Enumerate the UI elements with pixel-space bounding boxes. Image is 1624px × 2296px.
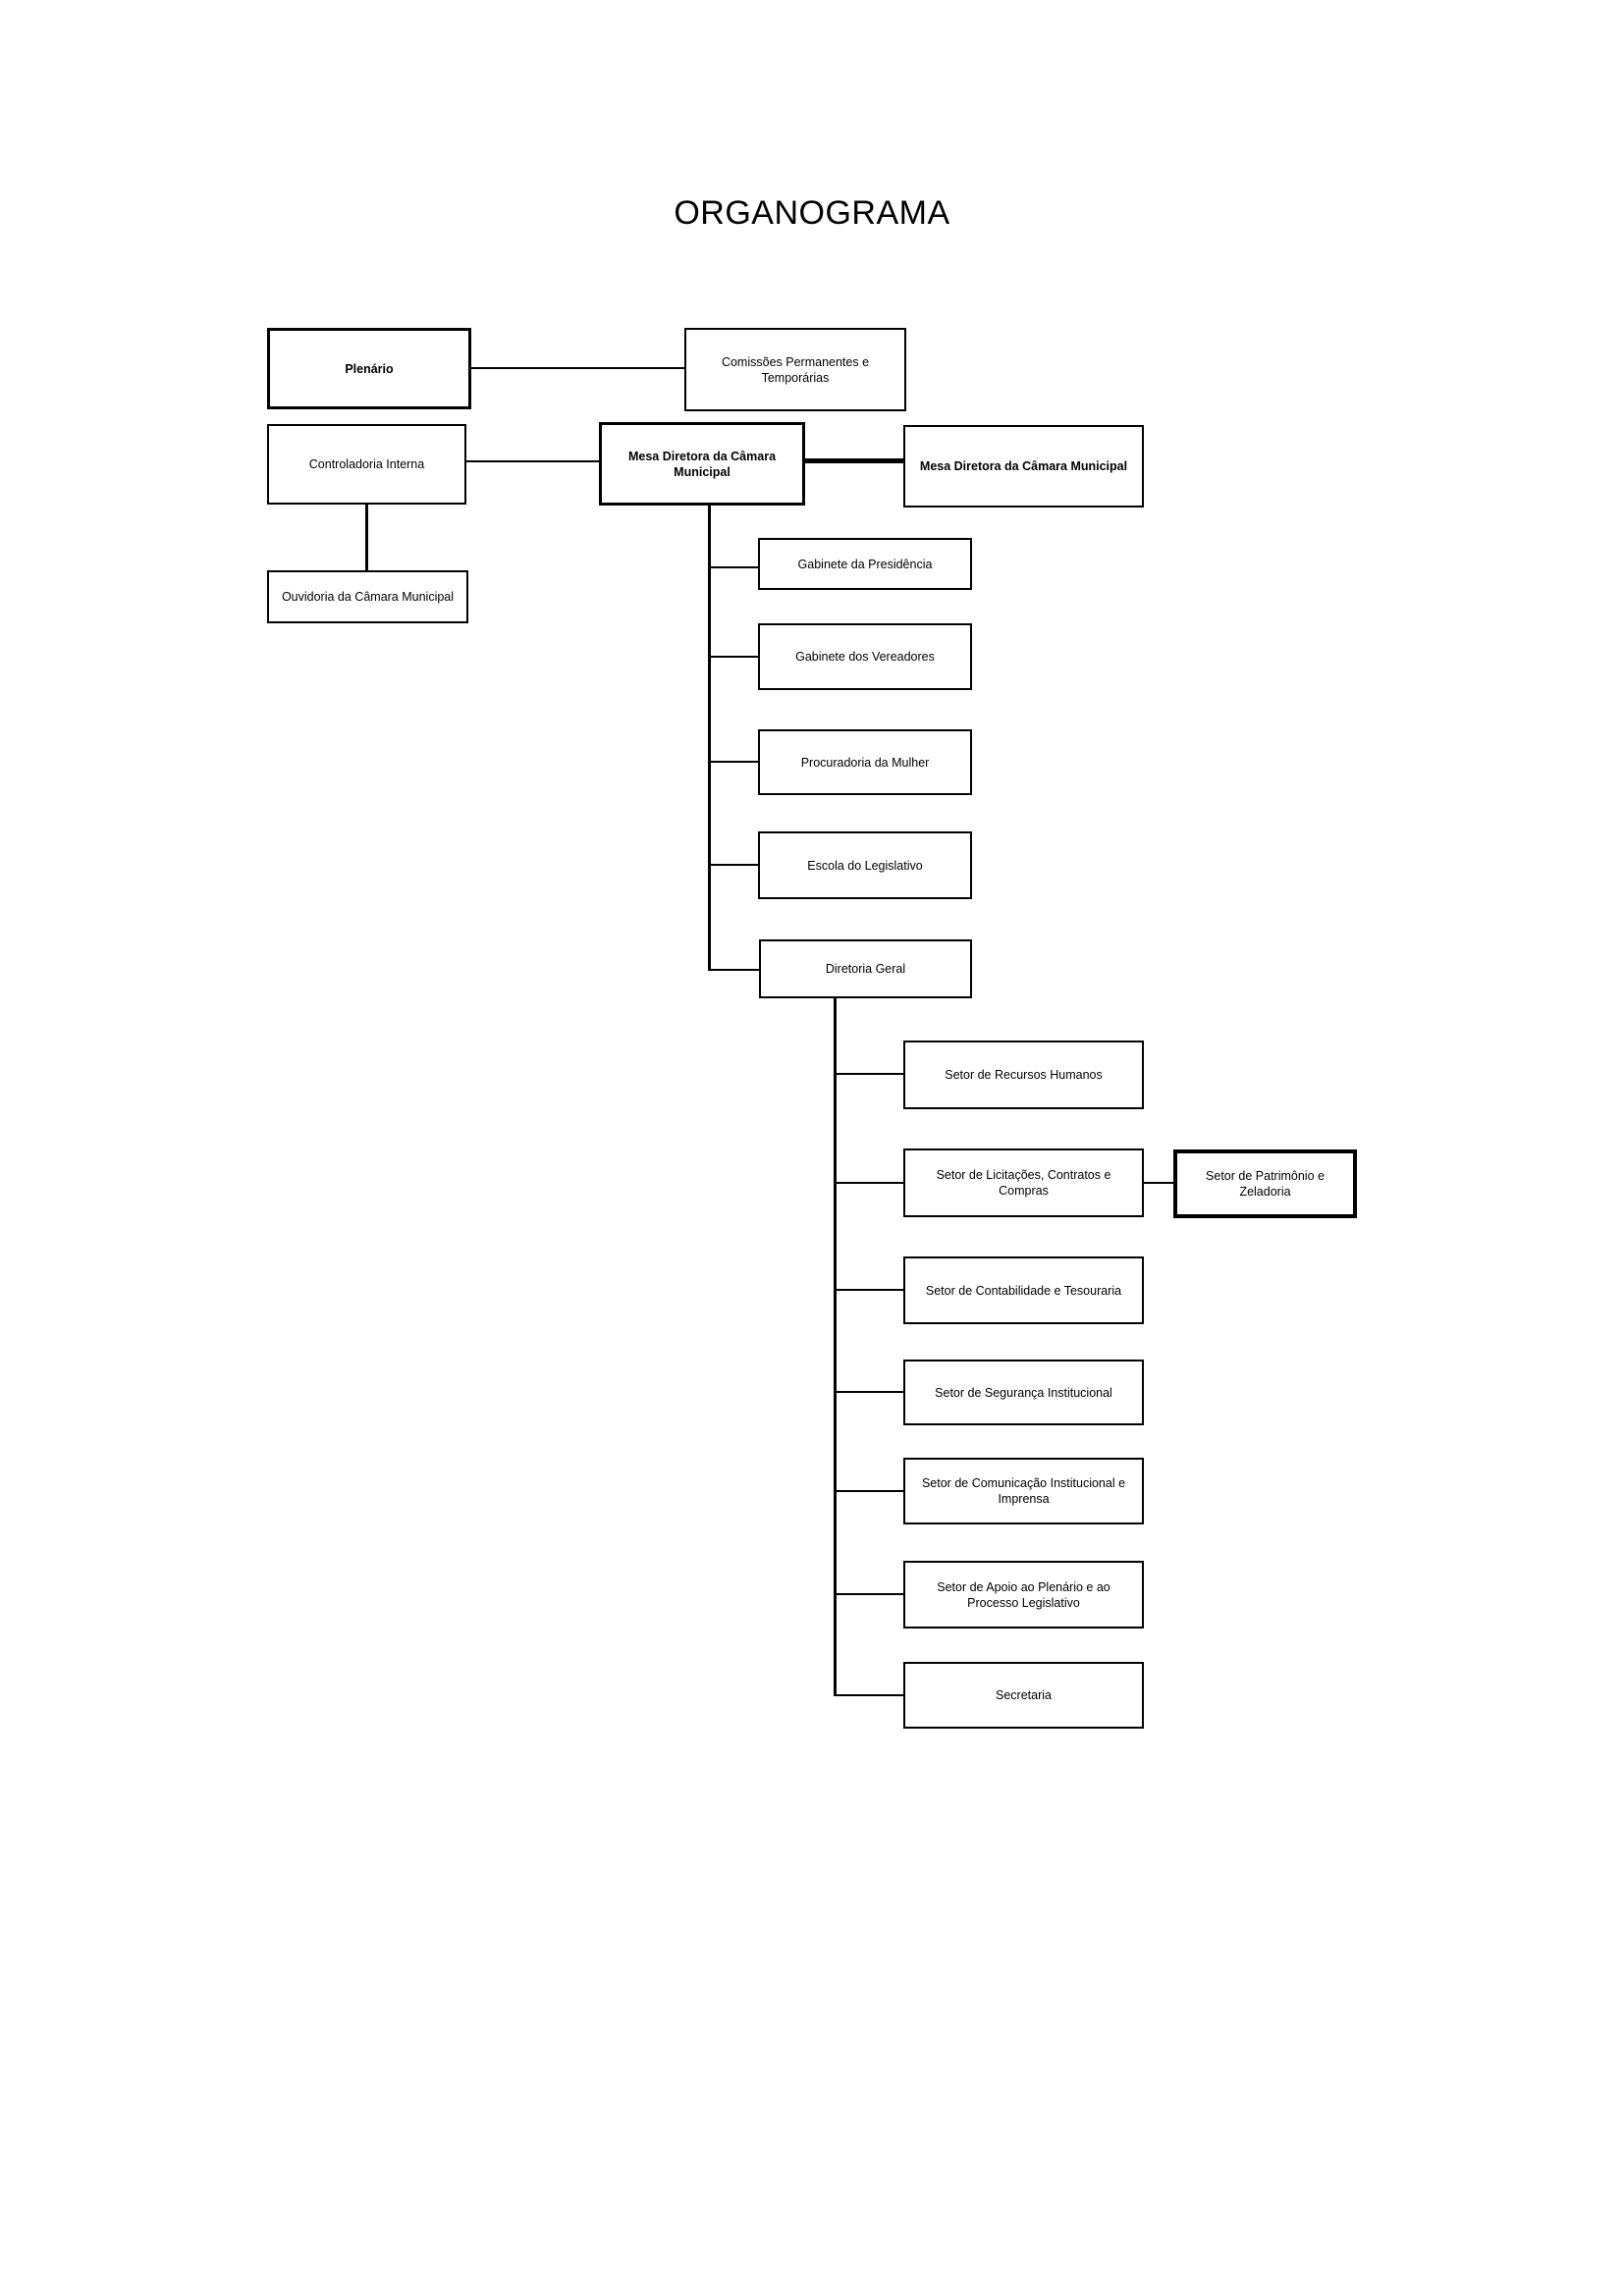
org-node-label: Setor de Patrimônio e Zeladoria [1206, 1169, 1325, 1199]
org-node-diretoria-geral: Diretoria Geral [759, 939, 972, 998]
org-node-label: Ouvidoria da Câmara Municipal [281, 590, 455, 604]
connector-controladoria-mesa [466, 460, 599, 462]
org-node-setor-comunicacao: Setor de Comunicação Institucional e Imp… [903, 1458, 1144, 1524]
org-node-label: Secretaria [996, 1688, 1052, 1702]
org-node-setor-apoio: Setor de Apoio ao Plenário e ao Processo… [903, 1561, 1144, 1629]
org-node-gabinete-vereadores: Gabinete dos Vereadores [758, 623, 972, 690]
stub-setor-recursos-humanos [837, 1073, 903, 1075]
org-node-escola-legislativo: Escola do Legislativo [758, 831, 972, 899]
connector-mesa-mesa-thick [805, 458, 903, 463]
org-node-setor-patrimonio: Setor de Patrimônio e Zeladoria [1173, 1149, 1357, 1218]
org-node-label: Setor de Apoio ao Plenário e ao Processo… [937, 1579, 1110, 1610]
stub-setor-contabilidade [837, 1289, 903, 1291]
stub-setor-licitacoes [837, 1182, 903, 1184]
org-node-ouvidoria: Ouvidoria da Câmara Municipal [267, 570, 468, 623]
org-node-setor-recursos-humanos: Setor de Recursos Humanos [903, 1041, 1144, 1109]
stub-secretaria [834, 1694, 903, 1696]
connector-plenario-comissoes [471, 367, 684, 369]
org-node-label: Gabinete da Presidência [797, 557, 933, 571]
org-node-label: Gabinete dos Vereadores [795, 650, 935, 664]
org-node-label: Setor de Recursos Humanos [945, 1068, 1103, 1082]
connector-licitacoes-patrimonio [1144, 1182, 1173, 1184]
org-node-label: Setor de Segurança Institucional [935, 1385, 1112, 1400]
org-node-label: Procuradoria da Mulher [800, 755, 930, 770]
org-node-secretaria: Secretaria [903, 1662, 1144, 1729]
org-node-mesa-diretora-2: Mesa Diretora da Câmara Municipal [903, 425, 1144, 507]
org-node-label: Escola do Legislativo [807, 858, 923, 873]
trunk-diretoria-children [834, 998, 837, 1696]
stub-gabinete-presidencia [711, 566, 758, 568]
stub-setor-apoio [837, 1593, 903, 1595]
org-node-label: Mesa Diretora da Câmara Municipal [627, 449, 777, 479]
org-node-procuradoria-mulher: Procuradoria da Mulher [758, 729, 972, 795]
org-node-label: Controladoria Interna [308, 457, 425, 471]
stub-setor-seguranca [837, 1391, 903, 1393]
org-node-comissoes: Comissões Permanentes e Temporárias [684, 328, 906, 411]
org-node-gabinete-presidencia: Gabinete da Presidência [758, 538, 972, 590]
org-node-label: Comissões Permanentes e Temporárias [721, 354, 870, 385]
org-node-label: Setor de Licitações, Contratos e Compras [936, 1168, 1111, 1198]
connector-controladoria-ouvidoria [365, 505, 368, 570]
org-node-label: Setor de Contabilidade e Tesouraria [925, 1283, 1122, 1298]
stub-gabinete-vereadores [711, 656, 758, 658]
stub-setor-comunicacao [837, 1490, 903, 1492]
org-node-plenario: Plenário [267, 328, 471, 409]
org-node-setor-licitacoes: Setor de Licitações, Contratos e Compras [903, 1148, 1144, 1217]
stub-diretoria-geral [708, 969, 759, 971]
trunk-mesa-children [708, 506, 711, 971]
org-node-mesa-diretora-1: Mesa Diretora da Câmara Municipal [599, 422, 805, 506]
org-node-label: Mesa Diretora da Câmara Municipal [919, 459, 1128, 473]
page-title: ORGANOGRAMA [674, 194, 950, 232]
org-node-setor-seguranca: Setor de Segurança Institucional [903, 1360, 1144, 1425]
org-node-label: Diretoria Geral [825, 962, 906, 976]
stub-escola-legislativo [711, 864, 758, 866]
org-node-label: Plenário [345, 361, 394, 376]
org-node-setor-contabilidade: Setor de Contabilidade e Tesouraria [903, 1256, 1144, 1324]
org-node-label: Setor de Comunicação Institucional e Imp… [921, 1476, 1126, 1506]
stub-procuradoria-mulher [711, 761, 758, 763]
org-node-controladoria: Controladoria Interna [267, 424, 466, 505]
